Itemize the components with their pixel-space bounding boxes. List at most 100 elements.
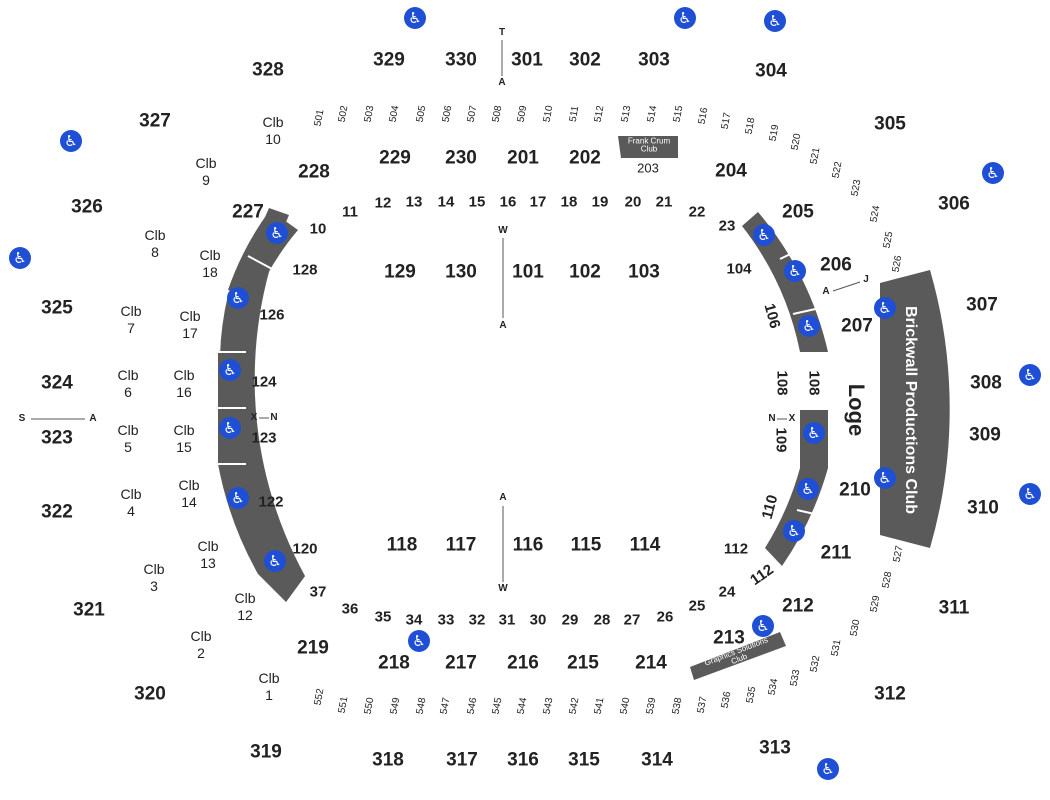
section-313[interactable]: 313 xyxy=(759,737,791,759)
section-327[interactable]: 327 xyxy=(139,110,171,132)
club-box-clb-4[interactable]: Clb 4 xyxy=(120,486,142,519)
section-32[interactable]: 32 xyxy=(468,611,486,629)
section-328[interactable]: 328 xyxy=(252,59,284,81)
club-box-clb-5[interactable]: Clb 5 xyxy=(117,422,139,455)
section-16[interactable]: 16 xyxy=(499,193,517,211)
section-315[interactable]: 315 xyxy=(568,749,600,771)
graphics-solutions-club-box[interactable] xyxy=(690,632,786,680)
section-124[interactable]: 124 xyxy=(251,373,277,391)
section-326[interactable]: 326 xyxy=(71,196,103,218)
section-35[interactable]: 35 xyxy=(374,608,392,626)
club-box-clb-2[interactable]: Clb 2 xyxy=(190,628,212,661)
club-box-clb-14[interactable]: Clb 14 xyxy=(178,477,200,510)
section-117[interactable]: 117 xyxy=(445,534,477,556)
section-308[interactable]: 308 xyxy=(970,372,1002,394)
section-323[interactable]: 323 xyxy=(41,427,73,449)
section-30[interactable]: 30 xyxy=(529,611,547,629)
section-17[interactable]: 17 xyxy=(529,193,547,211)
section-27[interactable]: 27 xyxy=(623,611,641,629)
section-130[interactable]: 130 xyxy=(445,261,477,283)
section-312[interactable]: 312 xyxy=(874,683,906,705)
section-227[interactable]: 227 xyxy=(232,201,264,223)
section-306[interactable]: 306 xyxy=(938,193,970,215)
section-219[interactable]: 219 xyxy=(297,637,329,659)
section-329[interactable]: 329 xyxy=(373,49,405,71)
section-29[interactable]: 29 xyxy=(561,611,579,629)
section-325[interactable]: 325 xyxy=(41,297,73,319)
section-202[interactable]: 202 xyxy=(569,147,601,169)
section-128[interactable]: 128 xyxy=(292,261,318,279)
section-314[interactable]: 314 xyxy=(641,749,673,771)
section-317[interactable]: 317 xyxy=(446,749,478,771)
section-214[interactable]: 214 xyxy=(635,652,667,674)
section-33[interactable]: 33 xyxy=(437,611,455,629)
section-115[interactable]: 115 xyxy=(570,534,602,556)
section-320[interactable]: 320 xyxy=(134,683,166,705)
section-34[interactable]: 34 xyxy=(405,611,423,629)
section-218[interactable]: 218 xyxy=(378,652,410,674)
frank-crum-club-box[interactable] xyxy=(618,136,678,158)
section-21[interactable]: 21 xyxy=(655,193,673,211)
section-330[interactable]: 330 xyxy=(445,49,477,71)
section-28[interactable]: 28 xyxy=(593,611,611,629)
section-212[interactable]: 212 xyxy=(782,595,814,617)
section-20[interactable]: 20 xyxy=(624,193,642,211)
section-309[interactable]: 309 xyxy=(969,424,1001,446)
section-129[interactable]: 129 xyxy=(384,261,416,283)
section-24[interactable]: 24 xyxy=(718,583,736,601)
loge-section-108[interactable]: 108 xyxy=(773,370,791,396)
section-207[interactable]: 207 xyxy=(841,315,873,337)
section-122[interactable]: 122 xyxy=(258,493,284,511)
section-211[interactable]: 211 xyxy=(820,542,852,564)
section-217[interactable]: 217 xyxy=(445,652,477,674)
club-box-clb-15[interactable]: Clb 15 xyxy=(173,422,195,455)
section-324[interactable]: 324 xyxy=(41,372,73,394)
section-104[interactable]: 104 xyxy=(726,260,752,278)
club-box-clb-17[interactable]: Clb 17 xyxy=(179,308,201,341)
section-102[interactable]: 102 xyxy=(569,261,601,283)
section-316[interactable]: 316 xyxy=(507,749,539,771)
club-box-clb-13[interactable]: Clb 13 xyxy=(197,538,219,571)
club-box-clb-6[interactable]: Clb 6 xyxy=(117,367,139,400)
loge-section-108[interactable]: 108 xyxy=(805,370,823,396)
club-box-clb-16[interactable]: Clb 16 xyxy=(173,367,195,400)
section-114[interactable]: 114 xyxy=(629,534,661,556)
club-box-clb-8[interactable]: Clb 8 xyxy=(144,227,166,260)
section-15[interactable]: 15 xyxy=(468,193,486,211)
section-205[interactable]: 205 xyxy=(782,201,814,223)
section-13[interactable]: 13 xyxy=(405,193,423,211)
section-116[interactable]: 116 xyxy=(512,534,544,556)
section-206[interactable]: 206 xyxy=(820,254,852,276)
section-304[interactable]: 304 xyxy=(755,60,787,82)
section-230[interactable]: 230 xyxy=(445,147,477,169)
section-307[interactable]: 307 xyxy=(966,294,998,316)
section-215[interactable]: 215 xyxy=(567,652,599,674)
section-25[interactable]: 25 xyxy=(688,597,706,615)
section-10[interactable]: 10 xyxy=(309,220,327,238)
club-box-clb-1[interactable]: Clb 1 xyxy=(258,670,280,703)
club-box-clb-7[interactable]: Clb 7 xyxy=(120,303,142,336)
section-31[interactable]: 31 xyxy=(498,611,516,629)
section-311[interactable]: 311 xyxy=(938,597,970,619)
section-11[interactable]: 11 xyxy=(342,203,358,221)
section-14[interactable]: 14 xyxy=(437,193,455,211)
section-37[interactable]: 37 xyxy=(309,583,327,601)
section-204[interactable]: 204 xyxy=(715,160,747,182)
section-303[interactable]: 303 xyxy=(638,49,670,71)
section-301[interactable]: 301 xyxy=(511,49,543,71)
section-118[interactable]: 118 xyxy=(386,534,418,556)
section-126[interactable]: 126 xyxy=(259,306,285,324)
section-203[interactable]: 203 xyxy=(637,160,659,176)
loge-section-109[interactable]: 109 xyxy=(772,427,790,453)
section-319[interactable]: 319 xyxy=(250,741,282,763)
section-103[interactable]: 103 xyxy=(628,261,660,283)
section-321[interactable]: 321 xyxy=(73,599,105,621)
club-box-clb-9[interactable]: Clb 9 xyxy=(195,155,217,188)
section-305[interactable]: 305 xyxy=(874,113,906,135)
section-120[interactable]: 120 xyxy=(292,540,318,558)
club-box-clb-12[interactable]: Clb 12 xyxy=(234,590,256,623)
section-36[interactable]: 36 xyxy=(341,600,359,618)
section-101[interactable]: 101 xyxy=(512,261,544,283)
section-12[interactable]: 12 xyxy=(374,194,392,212)
section-18[interactable]: 18 xyxy=(560,193,578,211)
